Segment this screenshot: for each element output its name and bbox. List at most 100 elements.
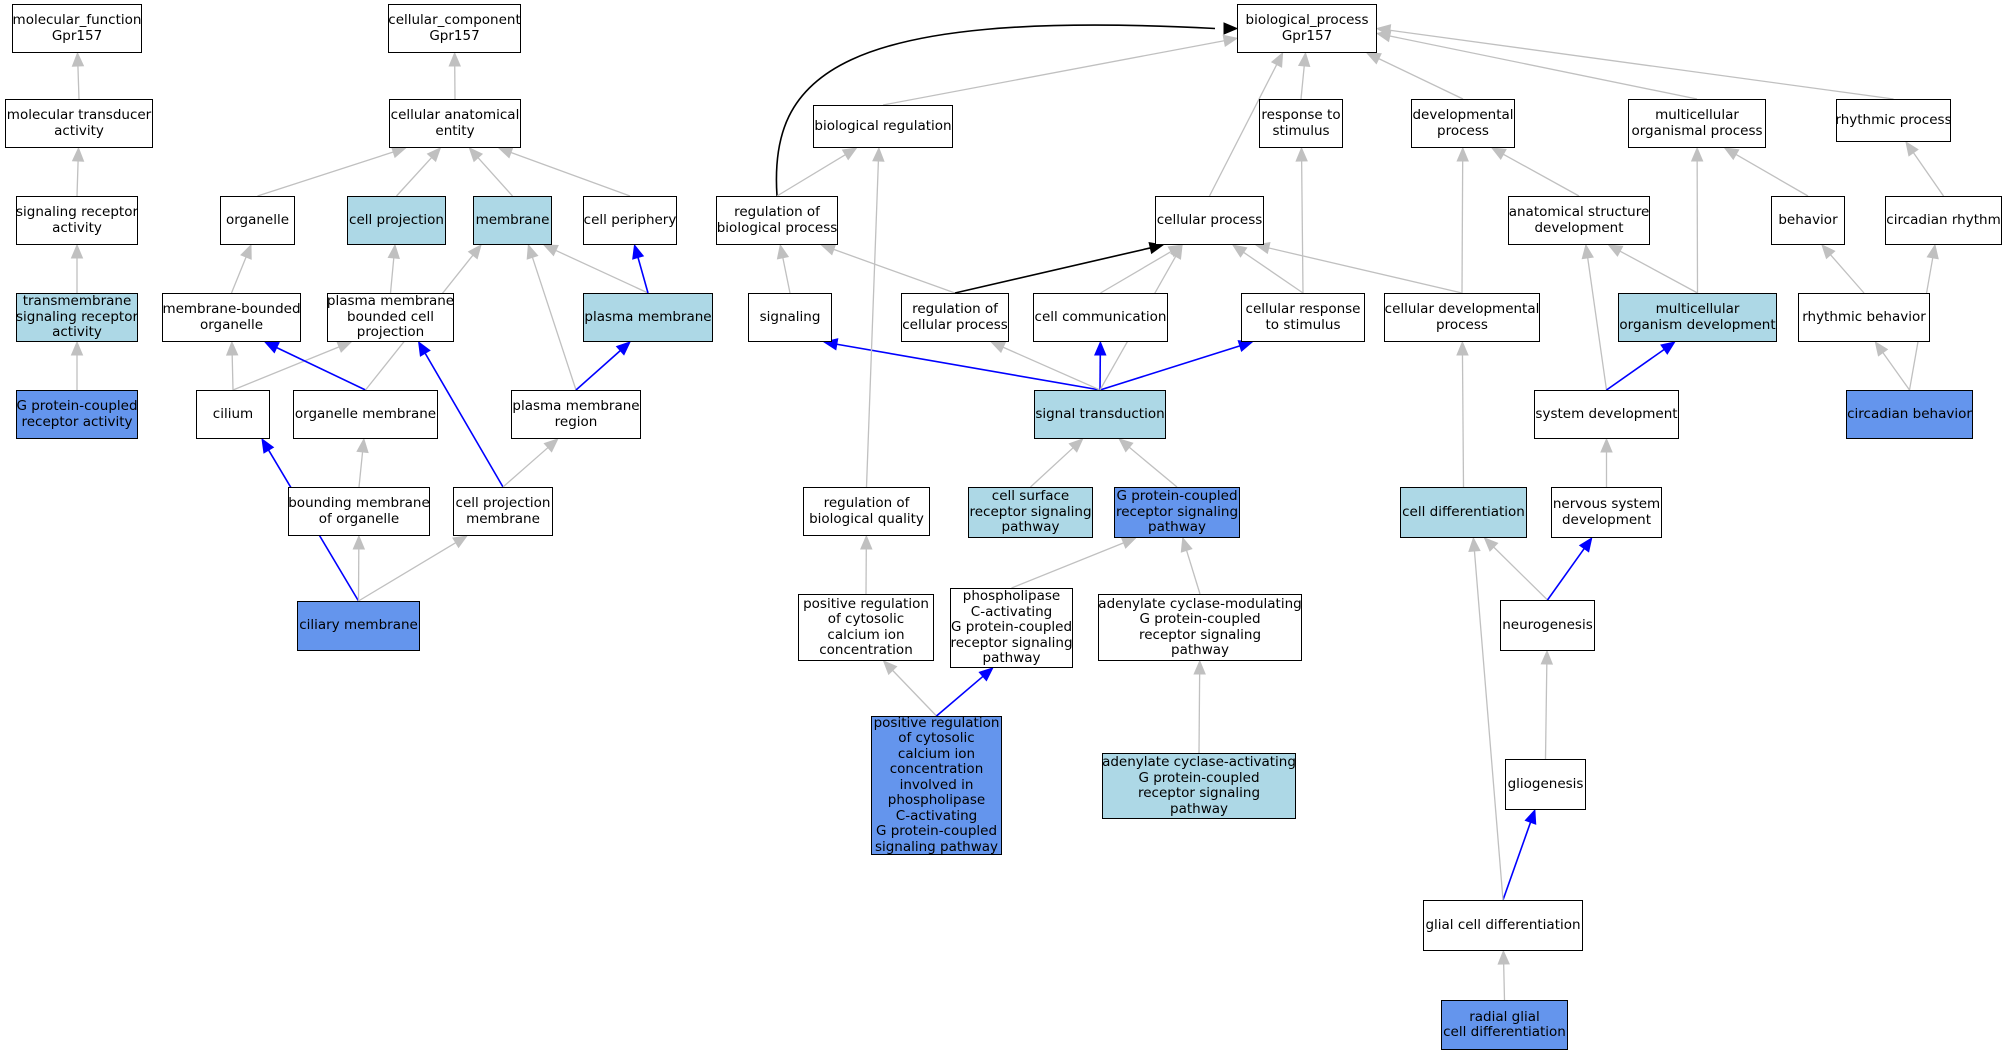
node-label-line: cell periphery (583, 211, 677, 228)
node-label-line: process (1437, 122, 1489, 139)
node-organelle: organelle (220, 196, 295, 245)
node-membrane: membrane (473, 196, 552, 245)
node-label-line: biological quality (809, 510, 924, 527)
edge-cell-differentiation-to-cell-dev-process (1461, 354, 1465, 488)
node-label-line: membrane (466, 510, 540, 527)
edge-arrowhead (497, 146, 514, 159)
node-label-line: activity (52, 219, 102, 236)
edge-gpcr-sig-pathway-to-signal-transduction (1128, 446, 1178, 488)
edge-anat-struct-dev-to-dev-process (1503, 153, 1580, 197)
node-label-line: biological process (716, 219, 838, 236)
edge-cell-projection-to-cell-anat-entity (396, 157, 433, 197)
node-label-line: organismal process (1631, 122, 1763, 139)
edge-arrowhead (1120, 537, 1137, 549)
node-label-line: nervous system (1552, 496, 1661, 512)
edge-arrowhead (356, 437, 369, 454)
edge-arrowhead (417, 340, 431, 357)
edge-arrowhead (1607, 244, 1624, 257)
edge-ac-act-gpcr-to-ac-mod-gpcr (1198, 673, 1201, 754)
node-label-line: ciliary membrane (299, 617, 418, 634)
edge-arrowhead (70, 243, 84, 259)
node-label-line: pathway (1148, 519, 1206, 536)
node-label-line: regulation of (823, 495, 910, 511)
edge-arrowhead (1581, 243, 1594, 260)
edge-arrowhead (1068, 438, 1084, 453)
node-label-line: biological regulation (814, 117, 952, 134)
node-cell-projection: cell projection (347, 196, 446, 245)
node-label-line: pathway (1001, 519, 1060, 536)
node-label-line: process (1436, 316, 1488, 333)
edge-signal-transduction-to-signaling (836, 343, 1101, 391)
node-label-line: anatomical structure (1508, 204, 1650, 220)
node-label-line: receptor signaling (950, 634, 1073, 651)
node-circadian-rhythm: circadian rhythm (1885, 196, 2002, 245)
node-label-line: organelle membrane (294, 405, 437, 422)
edge-circadian-rhythm-to-rhythmic-process (1912, 152, 1945, 197)
node-label-line: cell projection (349, 211, 444, 228)
edge-arrowhead (1094, 340, 1107, 356)
edge-cell-communication-to-cellular-process (1100, 251, 1172, 294)
edge-cell-dev-process-to-dev-process (1461, 160, 1464, 294)
edge-arrowhead (71, 146, 85, 162)
edge-arrowhead (978, 667, 994, 682)
node-label-line: behavior (1778, 211, 1838, 228)
edge-arrowhead (841, 147, 858, 161)
node-cellular-process: cellular process (1155, 196, 1264, 245)
node-label-line: signaling receptor (16, 204, 138, 220)
edge-arrowhead (615, 341, 631, 356)
edge-signaling-to-reg-bio-process (782, 257, 791, 294)
edge-arrowhead (1905, 140, 1919, 157)
node-label-line: pathway (1171, 642, 1229, 658)
edge-arrowhead (1524, 808, 1537, 825)
node-label-line: of organelle (318, 510, 400, 527)
node-label-line: cell projection (455, 495, 551, 511)
node-label-line: Gpr157 (1281, 27, 1333, 44)
edge-arrowhead (1578, 536, 1593, 553)
node-label-line: involved in (899, 776, 974, 793)
edge-arrowhead (1170, 243, 1183, 260)
node-label-line: gliogenesis (1507, 775, 1584, 792)
node-label-line: C-activating (895, 807, 978, 824)
edge-glial-cell-diff-to-cell-differentiation (1473, 550, 1504, 901)
edge-arrowhead (1468, 536, 1481, 552)
edge-arrowhead (1456, 146, 1469, 162)
node-neurogenesis: neurogenesis (1500, 600, 1595, 651)
node-label-line: Gpr157 (51, 27, 103, 44)
edge-cell-dev-process-to-cellular-process (1268, 247, 1463, 294)
edge-reg-bio-process-to-bio-regulation (776, 154, 846, 197)
node-bio-regulation: biological regulation (813, 105, 953, 148)
node-label-line: projection (356, 324, 425, 341)
edge-arrowhead (1375, 24, 1392, 37)
edge-arrowhead (1365, 52, 1382, 65)
edge-arrowhead (1926, 243, 1939, 260)
edge-arrowhead (860, 534, 873, 550)
edge-arrowhead (390, 146, 407, 159)
node-circadian-behavior: circadian behavior (1846, 390, 1973, 439)
edge-arrowhead (261, 437, 275, 454)
edge-pos-reg-ca-plc-to-plc-gpcr (935, 675, 984, 717)
node-label-line: organelle (199, 316, 264, 333)
edge-arrowhead (1874, 340, 1889, 357)
node-label-line: circadian behavior (1847, 405, 1972, 422)
node-label-line: G protein-coupled (950, 619, 1073, 636)
edge-arrowhead (352, 534, 366, 550)
node-label-line: cellular process (902, 316, 1008, 333)
node-label-line: receptor signaling (1138, 626, 1262, 643)
edge-arrowhead (336, 341, 353, 353)
node-label-line: to stimulus (1265, 316, 1341, 333)
node-label-line: circadian rhythm (1886, 211, 2001, 228)
node-cell-communication: cell communication (1033, 293, 1168, 342)
